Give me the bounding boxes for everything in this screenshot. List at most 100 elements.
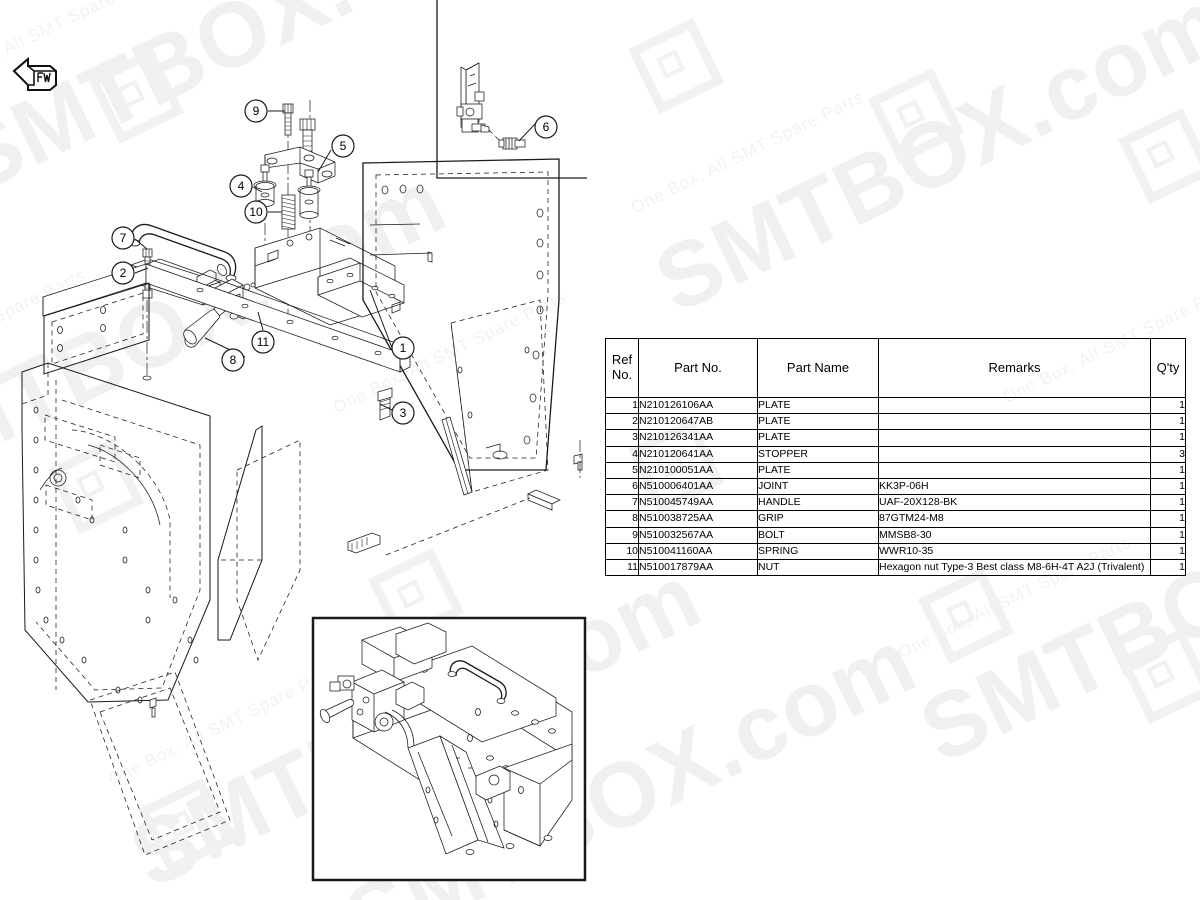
- cell-part-name: PLATE: [757, 413, 879, 431]
- cell-part-no: N210126106AA: [638, 396, 758, 415]
- callout-label: 4: [238, 179, 245, 193]
- cell-part-name: PLATE: [757, 461, 879, 480]
- callout-3: 3: [391, 401, 415, 425]
- cell-part-no: N510045749AA: [638, 494, 758, 512]
- cell-remarks: [878, 396, 1151, 415]
- center-lower-plate: [217, 425, 301, 661]
- cell-qty: 1: [1150, 413, 1186, 431]
- cell-part-no: N510006401AA: [638, 478, 758, 496]
- cell-ref-no: 2: [605, 413, 639, 431]
- callout-label: 8: [230, 353, 237, 367]
- fwd-direction-arrow-icon: [10, 55, 62, 97]
- callout-2: 2: [111, 261, 135, 285]
- parts-table-container: Ref No. Part No. Part Name Remarks Q'ty …: [605, 338, 1186, 577]
- cell-remarks: MMSB8-30: [878, 526, 1151, 544]
- callout-label: 10: [249, 205, 263, 219]
- side-plate-right: [362, 158, 560, 471]
- joint-part: [498, 137, 526, 150]
- bolt-part-upper-right: [299, 118, 316, 155]
- lower-strip: [527, 489, 561, 511]
- cell-qty: 1: [1150, 542, 1186, 561]
- cell-part-name: NUT: [757, 559, 879, 577]
- cell-part-name: JOINT: [757, 478, 879, 496]
- cell-part-name: SPRING: [757, 542, 879, 561]
- callout-label: 6: [543, 120, 550, 134]
- main-body-plate-left: [21, 362, 231, 856]
- cell-qty: 1: [1150, 559, 1186, 577]
- col-header-remarks: Remarks: [878, 338, 1151, 398]
- right-angled-plate: [450, 299, 549, 493]
- callout-label: 5: [340, 139, 347, 153]
- cell-ref-no: 10: [605, 542, 639, 561]
- left-pin: [149, 697, 157, 718]
- cell-qty: 1: [1150, 461, 1186, 480]
- callout-label: 2: [120, 266, 127, 280]
- parts-table: Ref No. Part No. Part Name Remarks Q'ty …: [605, 338, 1186, 577]
- cell-ref-no: 9: [605, 526, 639, 544]
- cell-part-name: GRIP: [757, 510, 879, 528]
- callout-11: 11: [251, 330, 275, 354]
- cell-part-no: N210120641AA: [638, 445, 758, 463]
- cell-part-name: BOLT: [757, 526, 879, 544]
- cell-ref-no: 11: [605, 559, 639, 577]
- cell-remarks: [878, 413, 1151, 431]
- cell-remarks: 87GTM24-M8: [878, 510, 1151, 528]
- cell-part-name: PLATE: [757, 396, 879, 415]
- assembly-photo-inset: [311, 616, 587, 882]
- cell-ref-no: 4: [605, 445, 639, 463]
- cell-part-no: N510038725AA: [638, 510, 758, 528]
- callout-label: 9: [253, 104, 260, 118]
- cell-remarks: [878, 461, 1151, 480]
- table-header-row: Ref No. Part No. Part Name Remarks Q'ty: [605, 338, 1186, 398]
- cell-qty: 1: [1150, 429, 1186, 447]
- stopper-part-4b: [297, 169, 321, 219]
- spring-part-10: [281, 194, 296, 230]
- cell-ref-no: 6: [605, 478, 639, 496]
- connector-piece: [347, 532, 381, 554]
- cell-remarks: [878, 429, 1151, 447]
- callout-label: 3: [400, 406, 407, 420]
- callout-layer: 9 5 4 10 7 2 8: [111, 99, 558, 425]
- cell-part-name: PLATE: [757, 429, 879, 447]
- callout-8: 8: [221, 348, 245, 372]
- callout-4: 4: [229, 174, 253, 198]
- cell-qty: 1: [1150, 478, 1186, 496]
- cell-ref-no: 1: [605, 396, 639, 415]
- parts-table-head: Ref No. Part No. Part Name Remarks Q'ty: [605, 338, 1186, 398]
- cell-part-no: N510041160AA: [638, 542, 758, 561]
- cell-qty: 1: [1150, 526, 1186, 544]
- callout-6: 6: [534, 115, 558, 139]
- callout-9: 9: [244, 99, 268, 123]
- cell-qty: 1: [1150, 396, 1186, 415]
- cell-ref-no: 3: [605, 429, 639, 447]
- col-header-part-no: Part No.: [638, 338, 758, 398]
- upper-left-bracket: [43, 282, 150, 375]
- cell-remarks: UAF-20X128-BK: [878, 494, 1151, 512]
- col-header-ref-no: Ref No.: [605, 338, 639, 398]
- plate-part-5: [264, 146, 336, 184]
- cell-qty: 1: [1150, 494, 1186, 512]
- cell-part-no: N210100051AA: [638, 461, 758, 480]
- cell-ref-no: 8: [605, 510, 639, 528]
- callout-label: 1: [400, 341, 407, 355]
- cell-remarks: [878, 445, 1151, 463]
- callout-label: 7: [120, 231, 127, 245]
- bolt-part-9: [282, 103, 294, 136]
- cell-part-no: N210120647AB: [638, 413, 758, 431]
- callout-5: 5: [331, 134, 355, 158]
- cell-qty: 1: [1150, 510, 1186, 528]
- stopper-part-4: [253, 164, 277, 207]
- col-header-qty: Q'ty: [1150, 338, 1186, 398]
